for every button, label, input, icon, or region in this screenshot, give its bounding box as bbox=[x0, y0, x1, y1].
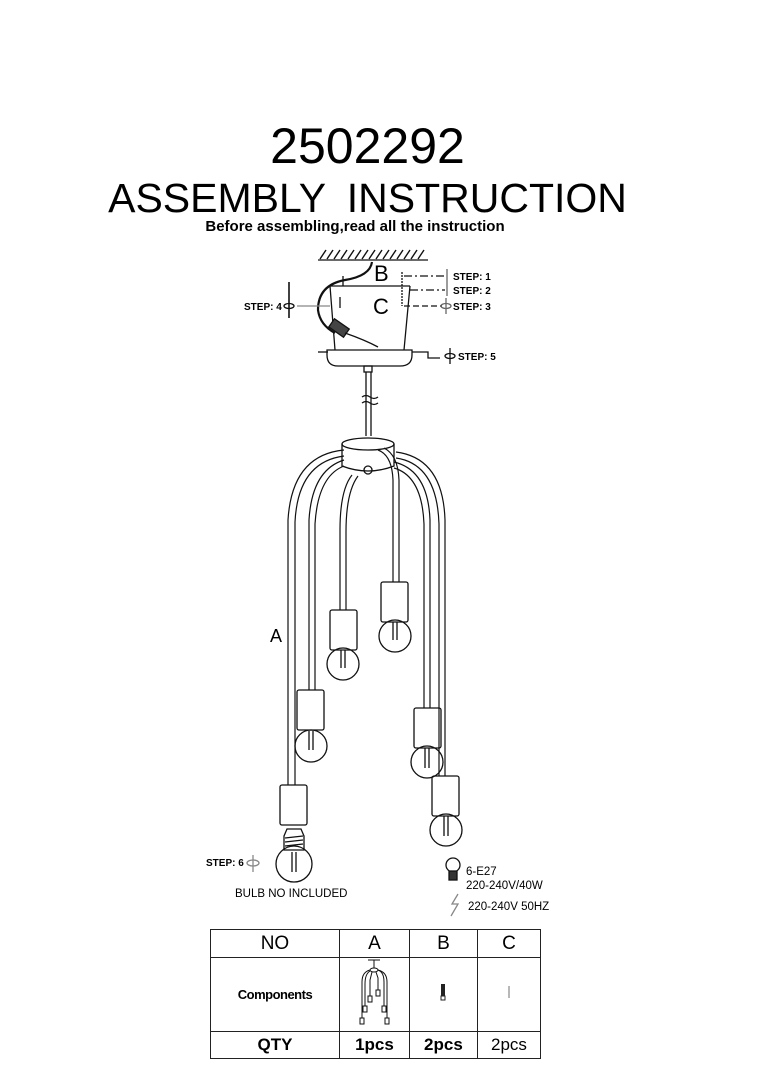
socket-bulb bbox=[279, 784, 308, 826]
page-subtitle: Before assembling,read all the instructi… bbox=[205, 218, 505, 235]
socket-bulb bbox=[326, 609, 360, 681]
socket-bulb bbox=[429, 775, 463, 847]
socket-bulb bbox=[410, 707, 444, 779]
qty-label: QTY bbox=[210, 1031, 340, 1059]
header-no: NO bbox=[210, 929, 340, 958]
socket-bulb bbox=[294, 689, 328, 763]
ceiling-hatch-icon bbox=[318, 249, 428, 261]
part-label-c: C bbox=[373, 294, 389, 319]
components-label: Components bbox=[210, 957, 340, 1032]
header-b: B bbox=[408, 929, 478, 958]
qty-row: QTY 1pcs 2pcs 2pcs bbox=[210, 1031, 542, 1059]
rotate-icon bbox=[246, 855, 260, 872]
step-1-label: STEP: 1 bbox=[453, 272, 491, 283]
page-title: ASSEMBLY INSTRUCTION bbox=[108, 175, 627, 221]
qty-a: 1pcs bbox=[338, 1031, 410, 1059]
bulb-type: 6-E27 bbox=[466, 866, 497, 878]
model-number: 2502292 bbox=[270, 118, 465, 174]
bulb-icon bbox=[275, 828, 313, 883]
qty-c: 2pcs bbox=[476, 1031, 542, 1059]
component-c-image bbox=[476, 957, 542, 1032]
table-header-row: NO A B C bbox=[210, 929, 542, 958]
step-2-label: STEP: 2 bbox=[453, 286, 491, 297]
component-a-image bbox=[338, 957, 410, 1032]
part-label-a: A bbox=[270, 626, 282, 646]
screw-icon bbox=[508, 986, 510, 998]
bulb-icon bbox=[445, 857, 461, 881]
step-4-label: STEP: 4 bbox=[244, 302, 282, 313]
power-rating: 220-240V 50HZ bbox=[468, 901, 549, 913]
bulb-note: BULB NO INCLUDED bbox=[235, 888, 347, 900]
part-label-b: B bbox=[374, 261, 389, 286]
parts-table: NO A B C Components bbox=[210, 929, 542, 1059]
socket-bulb bbox=[378, 581, 412, 653]
screw-icon bbox=[339, 272, 403, 308]
bulb-rating: 220-240V/40W bbox=[466, 880, 543, 892]
components-row: Components bbox=[210, 957, 542, 1032]
fixture-arms bbox=[287, 447, 446, 785]
anchor-icon bbox=[440, 984, 446, 1001]
step-6-label: STEP: 6 bbox=[206, 858, 244, 869]
step-3-label: STEP: 3 bbox=[453, 302, 491, 313]
hub bbox=[341, 437, 395, 475]
fixture-thumbnail-icon bbox=[359, 959, 390, 1025]
component-b-image bbox=[408, 957, 478, 1032]
lightning-icon bbox=[450, 893, 460, 917]
step-5-label: STEP: 5 bbox=[458, 352, 496, 363]
header-c: C bbox=[476, 929, 542, 958]
header-a: A bbox=[338, 929, 410, 958]
qty-b: 2pcs bbox=[408, 1031, 478, 1059]
